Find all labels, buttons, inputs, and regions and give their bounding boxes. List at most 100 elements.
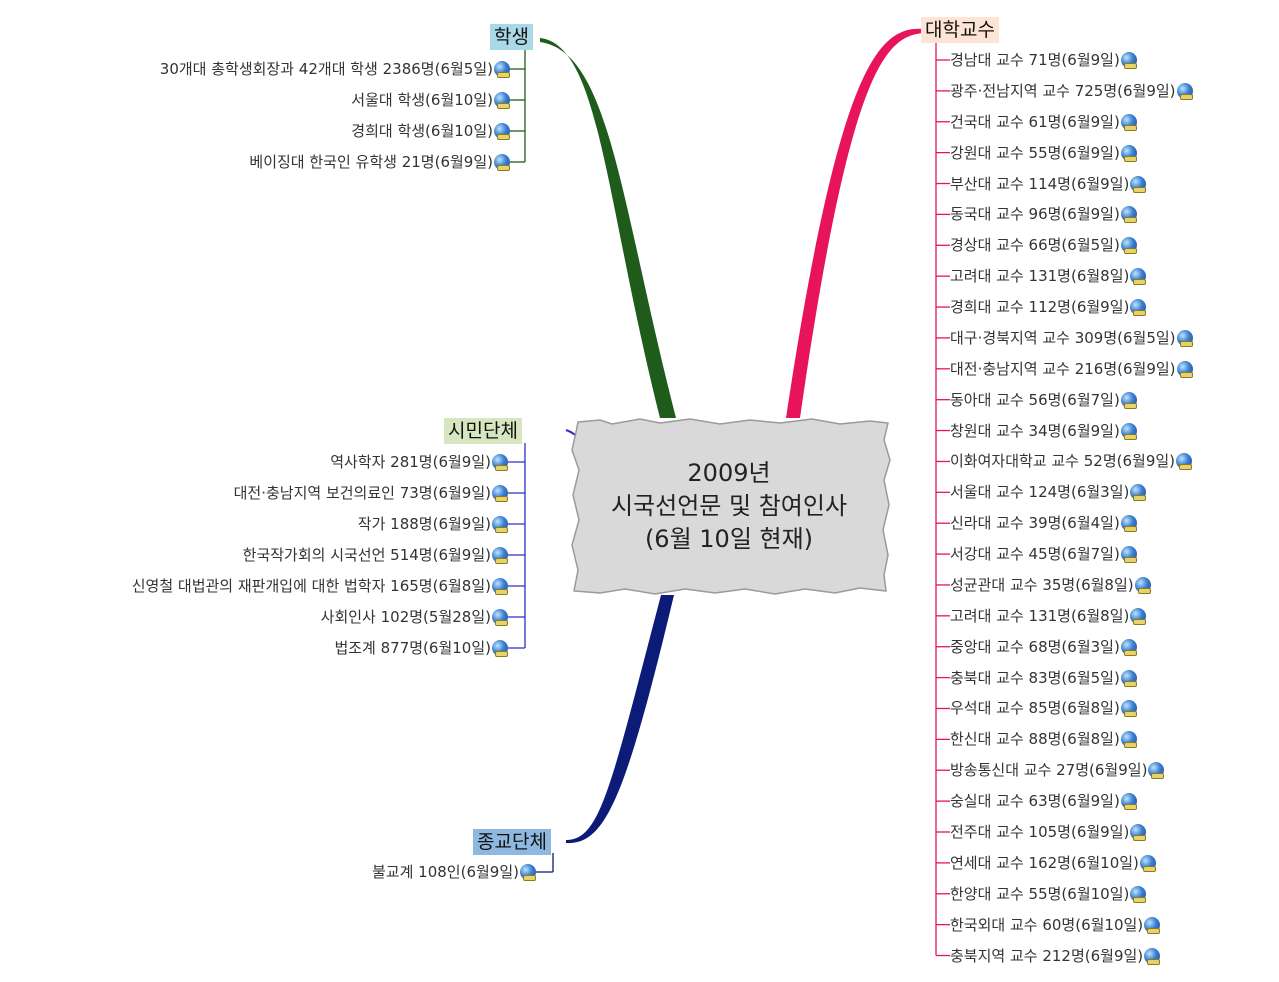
professors-item-label: 창원대 교수 34명(6월9일) — [950, 421, 1120, 440]
globe-link-icon[interactable] — [1176, 329, 1193, 347]
civic-item[interactable]: 신영철 대법관의 재판개입에 대한 법학자 165명(6월8일) — [132, 576, 508, 596]
globe-link-icon[interactable] — [1144, 916, 1161, 934]
central-topic-line-2: 시국선언문 및 참여인사 — [610, 491, 848, 520]
students-item-label: 베이징대 한국인 유학생 21명(6월9일) — [249, 153, 493, 171]
globe-link-icon[interactable] — [1176, 82, 1193, 100]
professors-item[interactable]: 경희대 교수 112명(6월9일) — [950, 297, 1147, 317]
professors-item[interactable]: 창원대 교수 34명(6월9일) — [950, 421, 1137, 441]
globe-link-icon[interactable] — [1120, 669, 1137, 687]
professors-item[interactable]: 신라대 교수 39명(6월4일) — [950, 513, 1137, 533]
globe-link-icon[interactable] — [1176, 453, 1193, 471]
branch-civic-groups-topic[interactable]: 시민단체 — [444, 418, 522, 444]
globe-link-icon[interactable] — [1120, 144, 1137, 162]
globe-link-icon[interactable] — [494, 123, 510, 140]
professors-item-label: 전주대 교수 105명(6월9일) — [950, 823, 1130, 841]
professors-item-label: 중앙대 교수 68명(6월3일) — [950, 637, 1120, 656]
professors-item[interactable]: 이화여자대학교 교수 52명(6월9일) — [950, 451, 1193, 471]
civic-item[interactable]: 작가 188명(6월9일) — [358, 514, 508, 534]
globe-link-icon[interactable] — [492, 640, 508, 657]
globe-link-icon[interactable] — [492, 485, 508, 502]
globe-link-icon[interactable] — [1120, 638, 1137, 656]
professors-item[interactable]: 한신대 교수 88명(6월8일) — [950, 729, 1137, 749]
professors-item[interactable]: 대전·충남지역 교수 216명(6월9일) — [950, 359, 1193, 379]
globe-link-icon[interactable] — [1144, 947, 1161, 965]
globe-link-icon[interactable] — [1120, 515, 1137, 533]
civic-item[interactable]: 사회인사 102명(5월28일) — [321, 607, 508, 627]
globe-link-icon[interactable] — [494, 61, 510, 78]
globe-link-icon[interactable] — [492, 516, 508, 533]
students-item[interactable]: 30개대 총학생회장과 42개대 학생 2386명(6월5일) — [160, 59, 510, 79]
religious-item[interactable]: 불교계 108인(6월9일) — [372, 862, 536, 882]
globe-link-icon[interactable] — [1120, 391, 1137, 409]
professors-item[interactable]: 경상대 교수 66명(6월5일) — [950, 235, 1137, 255]
globe-link-icon[interactable] — [1120, 546, 1137, 564]
civic-item[interactable]: 법조계 877명(6월10일) — [334, 638, 508, 658]
professors-item[interactable]: 대구·경북지역 교수 309명(6월5일) — [950, 328, 1193, 348]
globe-link-icon[interactable] — [1120, 793, 1137, 811]
globe-link-icon[interactable] — [1148, 762, 1165, 780]
globe-link-icon[interactable] — [494, 92, 510, 109]
professors-item[interactable]: 방송통신대 교수 27명(6월9일) — [950, 760, 1165, 780]
professors-item-label: 광주·전남지역 교수 725명(6월9일) — [950, 81, 1176, 100]
professors-item[interactable]: 중앙대 교수 68명(6월3일) — [950, 637, 1137, 657]
globe-link-icon[interactable] — [492, 609, 508, 626]
globe-link-icon[interactable] — [1120, 731, 1137, 749]
professors-item-label: 대전·충남지역 교수 216명(6월9일) — [950, 359, 1176, 378]
professors-item[interactable]: 충북대 교수 83명(6월5일) — [950, 668, 1137, 688]
globe-link-icon[interactable] — [492, 578, 508, 595]
branch-religious-groups-topic[interactable]: 종교단체 — [473, 829, 551, 855]
globe-link-icon[interactable] — [1176, 360, 1193, 378]
professors-item[interactable]: 동국대 교수 96명(6월9일) — [950, 204, 1137, 224]
professors-item[interactable]: 연세대 교수 162명(6월10일) — [950, 853, 1156, 873]
globe-link-icon[interactable] — [1120, 700, 1137, 718]
professors-item[interactable]: 숭실대 교수 63명(6월9일) — [950, 791, 1137, 811]
civic-item[interactable]: 한국작가회의 시국선언 514명(6월9일) — [243, 545, 508, 565]
globe-link-icon[interactable] — [492, 454, 508, 471]
globe-link-icon[interactable] — [1120, 422, 1137, 440]
central-topic-shape — [571, 418, 891, 595]
students-item[interactable]: 베이징대 한국인 유학생 21명(6월9일) — [249, 152, 510, 172]
professors-item[interactable]: 강원대 교수 55명(6월9일) — [950, 143, 1137, 163]
globe-link-icon[interactable] — [1130, 885, 1147, 903]
globe-link-icon[interactable] — [520, 864, 536, 881]
globe-link-icon[interactable] — [1130, 824, 1147, 841]
branch-students-topic[interactable]: 학생 — [490, 24, 533, 50]
globe-link-icon[interactable] — [1130, 484, 1147, 502]
civic-item[interactable]: 역사학자 281명(6월9일) — [330, 452, 508, 472]
globe-link-icon[interactable] — [1120, 113, 1137, 131]
professors-item[interactable]: 건국대 교수 61명(6월9일) — [950, 112, 1137, 132]
professors-item[interactable]: 부산대 교수 114명(6월9일) — [950, 174, 1147, 194]
globe-link-icon[interactable] — [492, 547, 508, 564]
professors-item[interactable]: 고려대 교수 131명(6월8일) — [950, 606, 1147, 626]
professors-item[interactable]: 성균관대 교수 35명(6월8일) — [950, 575, 1151, 595]
globe-link-icon[interactable] — [1134, 576, 1151, 594]
professors-item[interactable]: 서울대 교수 124명(6월3일) — [950, 482, 1147, 502]
branch-professors-topic[interactable]: 대학교수 — [921, 17, 999, 43]
globe-link-icon[interactable] — [1120, 52, 1137, 69]
professors-item[interactable]: 동아대 교수 56명(6월7일) — [950, 390, 1137, 410]
professors-item[interactable]: 충북지역 교수 212명(6월9일) — [950, 946, 1161, 966]
professors-item[interactable]: 광주·전남지역 교수 725명(6월9일) — [950, 81, 1193, 101]
globe-link-icon[interactable] — [1120, 237, 1137, 255]
professors-item[interactable]: 경남대 교수 71명(6월9일) — [950, 50, 1137, 70]
civic-item-label: 한국작가회의 시국선언 514명(6월9일) — [242, 546, 491, 564]
professors-item[interactable]: 한양대 교수 55명(6월10일) — [950, 884, 1147, 904]
professors-item[interactable]: 전주대 교수 105명(6월9일) — [950, 822, 1147, 842]
professors-item[interactable]: 서강대 교수 45명(6월7일) — [950, 544, 1137, 564]
professors-item[interactable]: 우석대 교수 85명(6월8일) — [950, 698, 1137, 718]
globe-link-icon[interactable] — [1130, 607, 1147, 625]
students-item[interactable]: 서울대 학생(6월10일) — [351, 90, 510, 110]
students-item[interactable]: 경희대 학생(6월10일) — [351, 121, 510, 141]
globe-link-icon[interactable] — [1120, 206, 1137, 224]
professors-item-label: 숭실대 교수 63명(6월9일) — [950, 792, 1120, 811]
professors-item[interactable]: 한국외대 교수 60명(6월10일) — [950, 915, 1161, 935]
globe-link-icon[interactable] — [1130, 299, 1147, 317]
civic-item-label: 사회인사 102명(5월28일) — [320, 608, 491, 626]
professors-item[interactable]: 고려대 교수 131명(6월8일) — [950, 266, 1147, 286]
globe-link-icon[interactable] — [1130, 175, 1147, 193]
globe-link-icon[interactable] — [1130, 268, 1147, 286]
globe-link-icon[interactable] — [494, 154, 510, 171]
globe-link-icon[interactable] — [1139, 854, 1156, 872]
central-topic[interactable]: 2009년 시국선언문 및 참여인사 (6월 10일 현재) — [568, 420, 890, 592]
civic-item[interactable]: 대전·충남지역 보건의료인 73명(6월9일) — [234, 483, 508, 503]
